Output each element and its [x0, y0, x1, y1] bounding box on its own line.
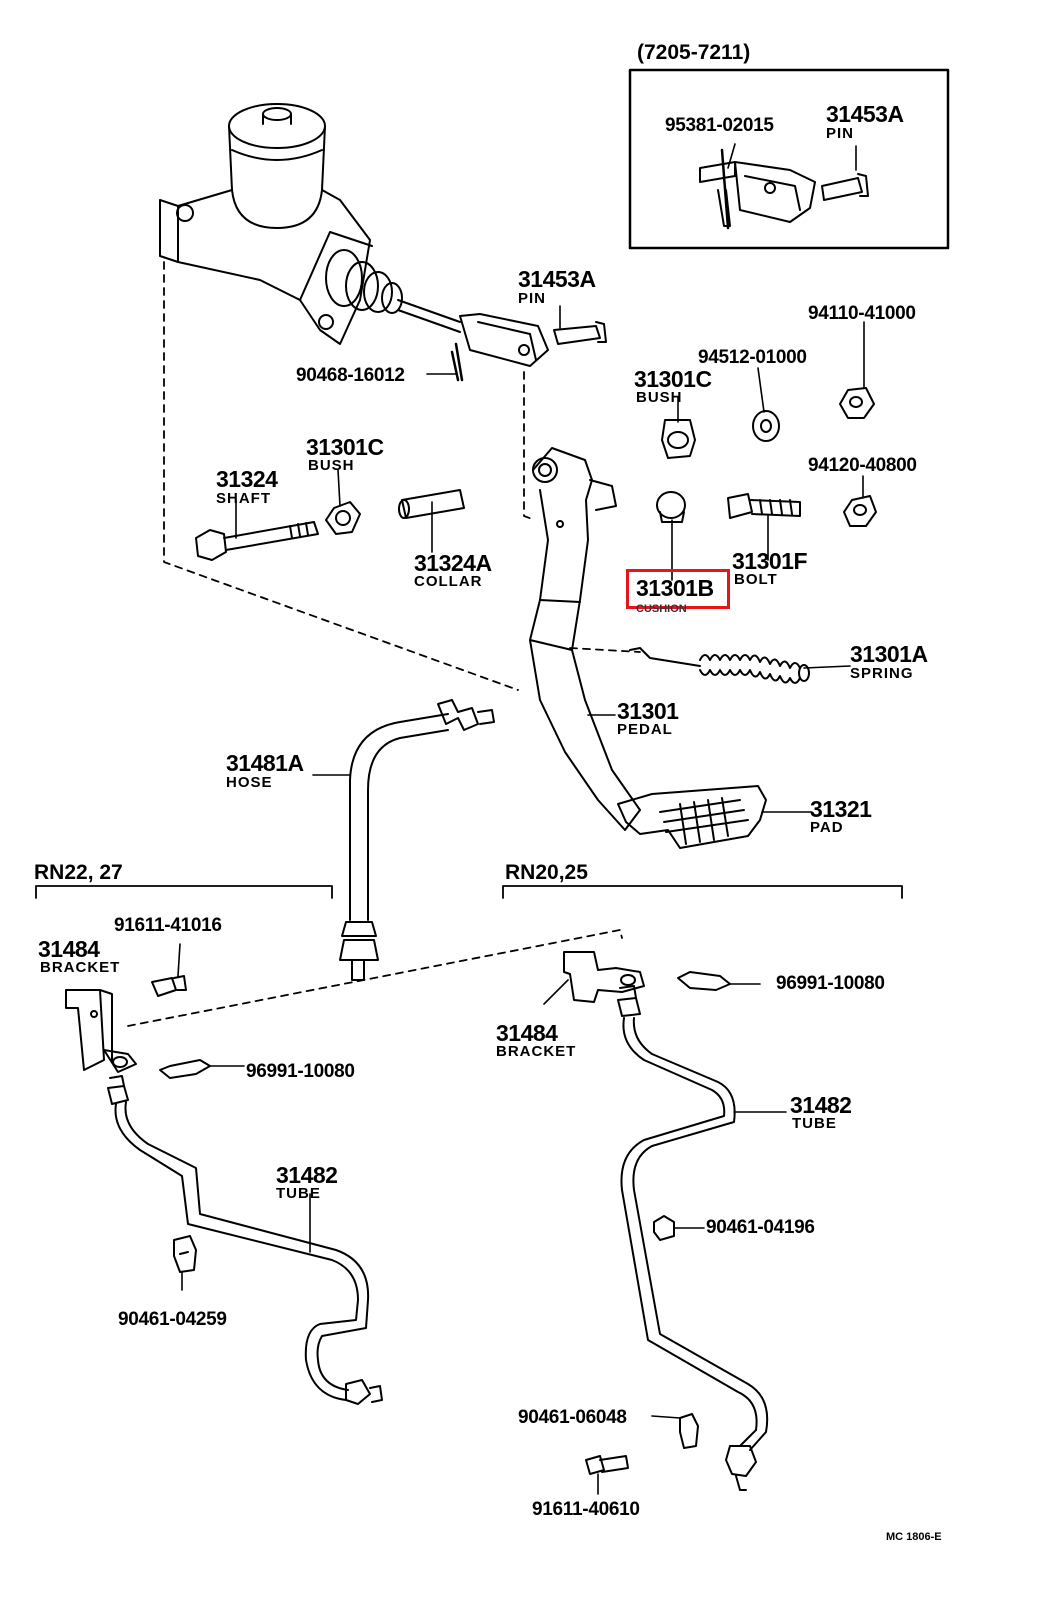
part-31301F-number: 31301F	[732, 548, 808, 574]
right-part-code-90461-06048: 90461-06048	[518, 1407, 627, 1428]
part-31324-number: 31324	[216, 466, 278, 492]
part-31453A-name: PIN	[518, 290, 547, 307]
part-31321-name: PAD	[810, 819, 844, 836]
part-31301C-right-number: 31301C	[634, 366, 712, 392]
left-group-title: RN22, 27	[34, 861, 123, 884]
part-31301C-left-name: BUSH	[308, 457, 355, 474]
hose-drawing	[339, 699, 495, 981]
left-part-code-90461: 90461-04259	[118, 1309, 227, 1330]
part-31301C-right-name: BUSH	[636, 389, 683, 406]
part-31453A-number: 31453A	[518, 266, 596, 292]
right-group-drawing	[543, 951, 787, 1495]
inset-pin-number: 31453A	[826, 101, 904, 127]
right-part-code-90461-04196: 90461-04196	[706, 1217, 815, 1238]
part-31301A-name: SPRING	[850, 665, 914, 682]
part-code-94120: 94120-40800	[808, 455, 917, 476]
inset-pin-name: PIN	[826, 125, 855, 142]
part-31301B-name: CUSHION	[636, 603, 687, 615]
shaft-drawing	[195, 521, 319, 561]
left-part-31484-name: BRACKET	[40, 959, 121, 976]
part-code-95381: 95381-02015	[665, 115, 774, 136]
right-part-31484-number: 31484	[496, 1020, 558, 1046]
small-parts-drawing	[325, 387, 877, 535]
left-part-31482-name: TUBE	[276, 1185, 321, 1202]
part-31481A-number: 31481A	[226, 750, 304, 776]
part-31321-number: 31321	[810, 796, 872, 822]
dashed-leaders	[127, 261, 641, 1027]
part-31301B-number: 31301B	[636, 575, 714, 601]
master-cylinder-drawing	[159, 103, 461, 345]
spring-drawing	[629, 647, 810, 684]
pedal-drawing	[529, 447, 767, 849]
group-brackets	[35, 885, 903, 899]
part-code-94110: 94110-41000	[808, 303, 916, 324]
footer-code: MC 1806-E	[886, 1531, 942, 1543]
right-part-code-96991: 96991-10080	[776, 973, 885, 994]
highlight-31301B	[626, 569, 730, 609]
right-part-31482-name: TUBE	[792, 1115, 837, 1132]
right-group-title: RN20,25	[505, 861, 588, 884]
part-31301F-name: BOLT	[734, 571, 778, 588]
right-part-code-91611: 91611-40610	[532, 1499, 640, 1520]
left-part-31484-number: 31484	[38, 936, 100, 962]
inset-frame	[628, 68, 950, 250]
left-part-code-96991: 96991-10080	[246, 1061, 355, 1082]
left-part-code-91611: 91611-41016	[114, 915, 222, 936]
right-part-31484-name: BRACKET	[496, 1043, 577, 1060]
part-31301-number: 31301	[617, 698, 679, 724]
inset-title: (7205-7211)	[637, 41, 751, 64]
part-31481A-name: HOSE	[226, 774, 273, 791]
part-31301A-number: 31301A	[850, 641, 928, 667]
left-group-drawing	[65, 943, 383, 1405]
part-code-90468: 90468-16012	[296, 365, 405, 386]
right-part-31482-number: 31482	[790, 1092, 852, 1118]
part-31324A-number: 31324A	[414, 550, 492, 576]
part-31324A-name: COLLAR	[414, 573, 483, 590]
part-31324-name: SHAFT	[216, 490, 271, 507]
part-31301C-left-number: 31301C	[306, 434, 384, 460]
part-code-94512: 94512-01000	[698, 347, 807, 368]
part-31301-name: PEDAL	[617, 721, 673, 738]
inset-clevis-drawing	[699, 148, 869, 230]
leader-lines	[235, 143, 865, 813]
clevis-drawing	[450, 313, 607, 382]
left-part-31482-number: 31482	[276, 1162, 338, 1188]
